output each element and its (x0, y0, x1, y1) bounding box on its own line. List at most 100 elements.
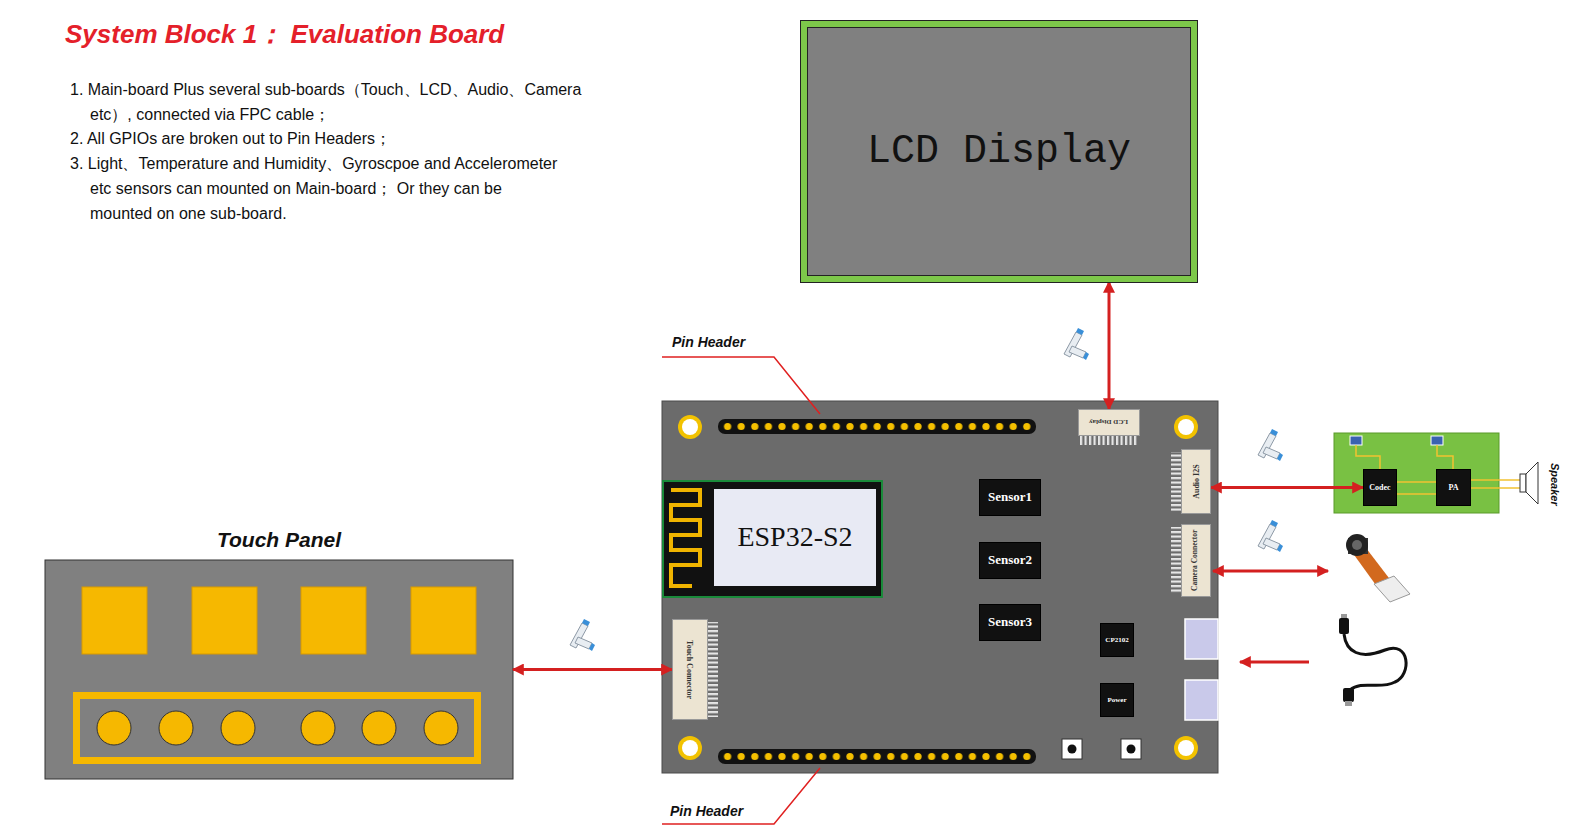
fpc-cable-icon (1258, 520, 1283, 552)
speaker-symbol (1520, 462, 1538, 504)
touch-panel-board (73, 692, 481, 764)
audio-board (1334, 433, 1520, 513)
link-arrow (1213, 570, 1328, 573)
main-board (1068, 745, 1077, 754)
connector-box: LCD Display (1078, 409, 1140, 436)
callout-label: Pin Header (670, 803, 743, 819)
main-board (671, 490, 700, 586)
audio-board (1431, 436, 1443, 445)
note-text: 2. All GPIOs are broken out to Pin Heade… (70, 127, 590, 152)
main-board (1171, 527, 1181, 594)
node-text: PA (1448, 483, 1458, 492)
node-text: Audio I2S (1191, 464, 1200, 498)
node-text: Sensor1 (988, 490, 1032, 505)
speaker-symbol (1520, 474, 1526, 492)
node-text: Touch Connector (685, 640, 694, 699)
touch-panel: Touch Panel (45, 560, 513, 779)
audio-board (1471, 487, 1520, 489)
connector-box: Camera Connector (1181, 524, 1211, 597)
main-board (1178, 740, 1194, 756)
note-text: 1. Main-board Plus several sub-boards（To… (70, 78, 590, 128)
main-board (721, 750, 1034, 763)
usb-cable (1339, 614, 1406, 706)
touch-panel-board (80, 699, 474, 757)
connector-box: Touch Connector (672, 619, 708, 720)
touch-panel-board (221, 711, 255, 745)
audio-board (1437, 445, 1453, 469)
leader-line (662, 357, 820, 414)
usb-cable (1344, 634, 1406, 690)
chip-box: Power (1100, 683, 1134, 717)
camera-module (1352, 540, 1362, 550)
fpc-cable-icon (1258, 429, 1283, 461)
audio-board (1397, 481, 1436, 483)
node-text: Camera Connector (1192, 530, 1201, 591)
sensor-chip: Sensor2 (979, 542, 1041, 579)
audio-board (1471, 479, 1520, 481)
connector-arrow (513, 668, 672, 671)
module-box: ESP32-S2 (714, 489, 876, 586)
usb-cable (1339, 618, 1349, 634)
main-board (708, 622, 718, 717)
diagram-title: System Block 1： Evaluation Board (65, 17, 504, 52)
main-board (1174, 415, 1198, 439)
chip-box: CP2102 (1100, 623, 1134, 657)
main-board (682, 740, 698, 756)
touch-panel-board (45, 560, 513, 779)
node-text: LCD Display (867, 129, 1131, 175)
link-arrow (1213, 571, 1328, 662)
callout-label: Pin Header (672, 334, 745, 350)
touch-panel-board (301, 711, 335, 745)
node-text: Codec (1369, 483, 1390, 492)
touch-panel-board (159, 711, 193, 745)
main-board (1127, 745, 1136, 754)
note-text: 3. Light、Temperature and Humidity、Gyrosc… (70, 152, 558, 226)
leader-line (662, 768, 820, 824)
audio-board (1350, 436, 1362, 445)
node-text: Power (1107, 696, 1126, 704)
node-text: LCD Display (1089, 418, 1128, 426)
touch-panel-board (301, 587, 366, 654)
main-board (678, 736, 702, 760)
touch-panel-board (82, 587, 147, 654)
audio-board (1356, 445, 1380, 469)
main-board (1178, 419, 1194, 435)
main-board (678, 415, 702, 439)
main-board (1080, 436, 1138, 445)
camera-module (1346, 534, 1368, 556)
chip-box: Codec (1363, 469, 1397, 506)
touch-panel-board (97, 711, 131, 745)
main-board (662, 401, 1218, 773)
usb-cable (1343, 688, 1354, 702)
node-text: Sensor3 (988, 615, 1032, 630)
node-text: ESP32-S2 (737, 521, 852, 553)
chip-box: PA (1436, 469, 1471, 506)
connector-box: Audio I2S (1181, 449, 1211, 514)
touch-panel-board (192, 587, 257, 654)
node-text: Sensor2 (988, 553, 1032, 568)
display-panel: LCD Display (801, 21, 1197, 282)
main-board (1174, 736, 1198, 760)
main-board (1121, 739, 1141, 759)
main-board (1185, 680, 1218, 720)
connector-arrow (1211, 486, 1363, 489)
fpc-cable-icon (570, 328, 1283, 651)
main-board (1171, 452, 1181, 511)
usb-cable (1345, 701, 1352, 706)
speaker-label: Speaker (1548, 462, 1561, 505)
main-board (721, 420, 1034, 433)
link-arrow (1240, 661, 1309, 664)
audio-board (1397, 493, 1436, 495)
camera-module (1374, 576, 1410, 602)
sensor-chip: Sensor1 (979, 479, 1041, 516)
connector-arrow (1108, 282, 1111, 409)
audio-board (1334, 433, 1499, 513)
fpc-cable-icon (570, 619, 595, 651)
speaker-symbol (1526, 462, 1538, 504)
main-board (663, 481, 882, 597)
fpc-cable-icon (1064, 328, 1089, 360)
touch-panel-board (411, 587, 476, 654)
